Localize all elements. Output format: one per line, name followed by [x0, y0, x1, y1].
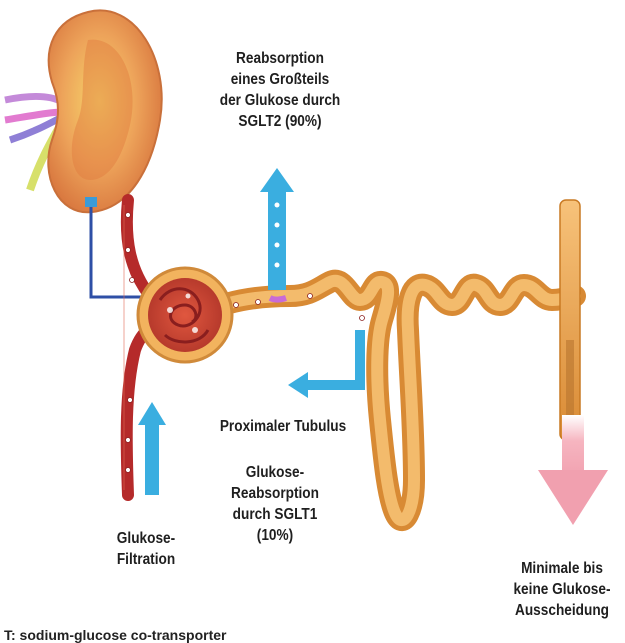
filtration-arrow	[138, 402, 166, 495]
label-sglt1-reabsorption: Glukose- Reabsorption durch SGLT1 (10%)	[218, 462, 332, 546]
excretion-arrow	[538, 415, 608, 525]
label-sglt2-reabsorption: Reabsorption eines Großteils der Glukose…	[210, 48, 351, 132]
top-caption	[160, 0, 580, 8]
kidney-sample-marker	[85, 197, 97, 207]
sglt2-arrow	[260, 168, 294, 290]
footnote: T: sodium-glucose co-transporter	[4, 627, 226, 643]
kidney-illustration	[5, 10, 162, 212]
label-glucose-excretion: Minimale bis keine Glukose- Ausscheidung	[507, 558, 616, 621]
label-glucose-filtration: Glukose- Filtration	[102, 528, 190, 570]
sglt2-transporter	[270, 298, 286, 300]
label-proximal-tubulus: Proximaler Tubulus	[199, 416, 366, 437]
glomerulus	[138, 268, 232, 362]
sglt1-arrow	[288, 330, 360, 398]
